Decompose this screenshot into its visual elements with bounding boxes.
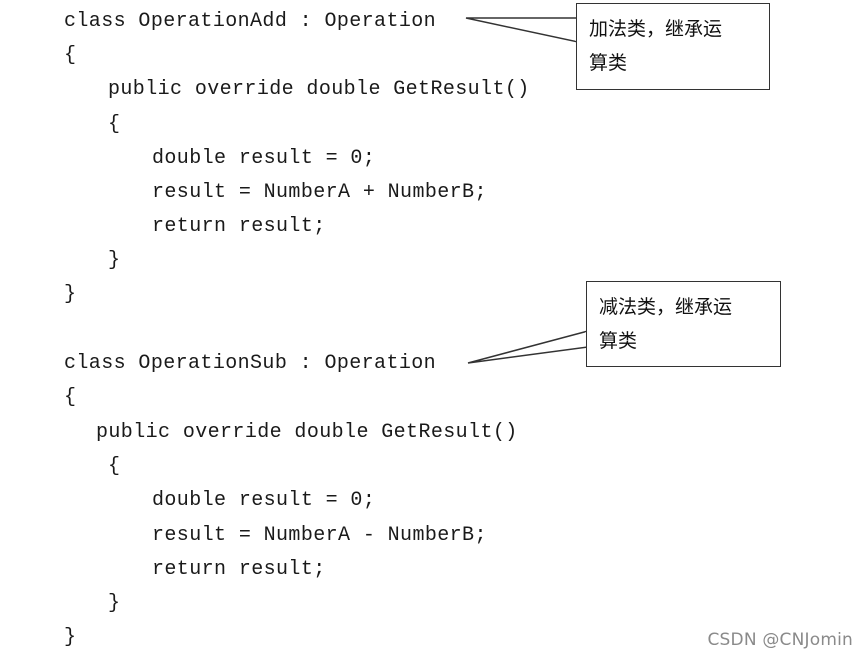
sub-class-open-brace: { [64,386,77,409]
sub-code-line-3: return result; [152,558,326,581]
watermark-text: CSDN @CNJomin [707,630,853,650]
add-code-line-1: double result = 0; [152,147,376,170]
add-code-line-3: return result; [152,215,326,238]
sub-class-header: class OperationSub : Operation [64,352,437,375]
add-callout-line-2: 算类 [589,52,628,74]
add-method-signature: public override double GetResult() [108,78,530,101]
add-callout-pointer [465,17,579,43]
add-class-close-brace: } [64,283,77,306]
sub-method-signature: public override double GetResult() [96,421,518,444]
add-method-open-brace: { [108,113,121,136]
sub-class-close-brace: } [64,626,77,649]
add-method-close-brace: } [108,249,121,272]
add-code-line-2: result = NumberA + NumberB; [152,181,487,204]
add-callout-box: 加法类，继承运 算类 [576,3,770,90]
sub-method-close-brace: } [108,592,121,615]
sub-callout-line-2: 算类 [599,330,638,352]
sub-code-line-1: double result = 0; [152,489,376,512]
sub-method-open-brace: { [108,455,121,478]
sub-callout-line-1: 减法类，继承运 [599,296,733,318]
add-class-open-brace: { [64,44,77,67]
sub-callout-pointer [467,330,589,364]
sub-code-line-2: result = NumberA - NumberB; [152,524,487,547]
sub-callout-box: 减法类，继承运 算类 [586,281,781,367]
add-callout-line-1: 加法类，继承运 [589,18,723,40]
add-class-header: class OperationAdd : Operation [64,10,437,33]
